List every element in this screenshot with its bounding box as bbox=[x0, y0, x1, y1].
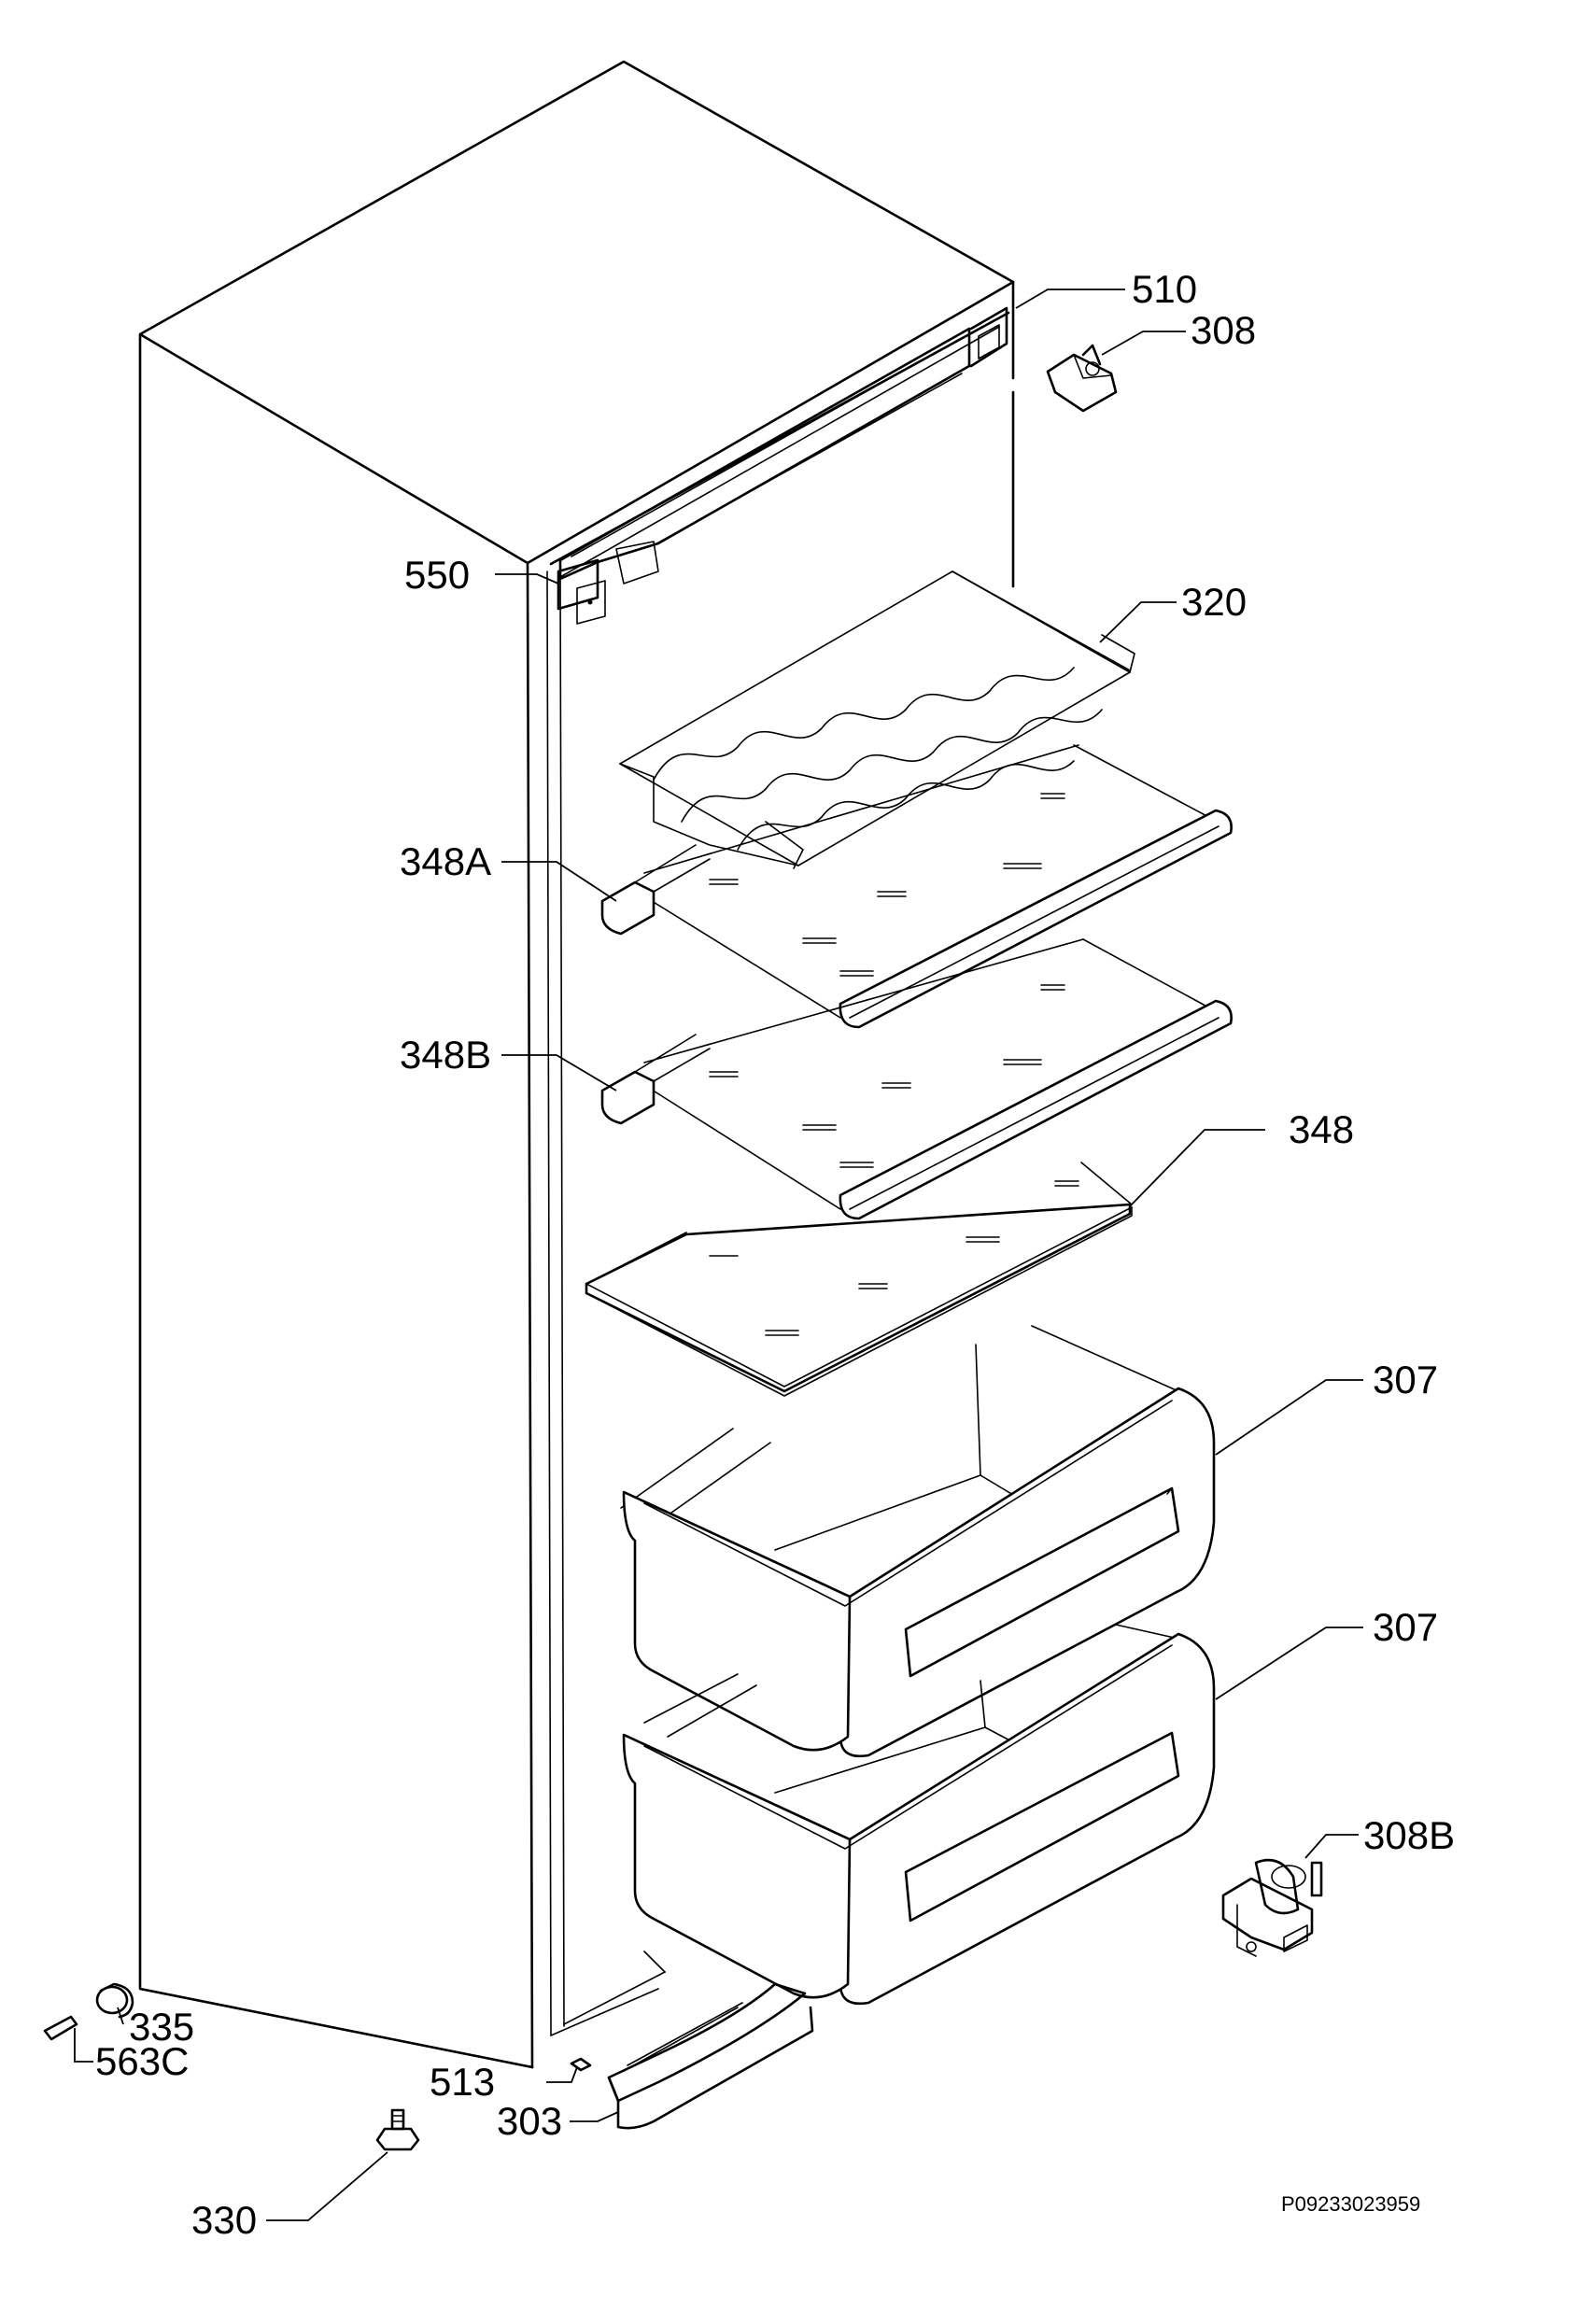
screw-330 bbox=[375, 2108, 420, 2151]
label-513: 513 bbox=[430, 2060, 495, 2104]
glass-plate-348 bbox=[585, 1162, 1133, 1397]
cabinet-body bbox=[138, 60, 1015, 2069]
spacer-335 bbox=[95, 1982, 134, 2019]
glass-shelf-348b bbox=[600, 938, 1233, 1220]
label-308b: 308B bbox=[1363, 1813, 1455, 1857]
label-308: 308 bbox=[1191, 308, 1256, 352]
label-563c: 563C bbox=[95, 2039, 189, 2083]
leader-lines bbox=[74, 289, 1363, 2221]
label-348b: 348B bbox=[400, 1033, 491, 1077]
label-348a: 348A bbox=[400, 839, 491, 883]
drawing-code: P09233023959 bbox=[1281, 2192, 1420, 2216]
top-light-housing bbox=[558, 306, 1008, 585]
label-330: 330 bbox=[191, 2198, 257, 2242]
label-550: 550 bbox=[404, 553, 470, 597]
label-303: 303 bbox=[497, 2099, 562, 2143]
door-switch bbox=[557, 558, 606, 625]
part-labels: 510 308 550 320 348A 348B 348 307 307 30… bbox=[95, 267, 1455, 2242]
bottle-rack bbox=[619, 570, 1135, 869]
label-348: 348 bbox=[1289, 1107, 1354, 1151]
label-307-upper: 307 bbox=[1373, 1358, 1438, 1401]
hinge-bottom bbox=[1221, 1858, 1323, 1957]
foot-cover bbox=[607, 1982, 814, 2130]
label-320: 320 bbox=[1181, 580, 1247, 624]
plate-513 bbox=[570, 2057, 592, 2072]
label-307-lower: 307 bbox=[1373, 1605, 1438, 1649]
hinge-top bbox=[1046, 344, 1118, 413]
label-510: 510 bbox=[1132, 267, 1197, 311]
label-335: 335 bbox=[129, 2005, 194, 2049]
crisper-drawer-upper bbox=[620, 1325, 1216, 1758]
glass-shelf-348a bbox=[600, 744, 1233, 1029]
pin-563c bbox=[43, 2015, 78, 2041]
crisper-drawer-lower bbox=[622, 1624, 1216, 2006]
